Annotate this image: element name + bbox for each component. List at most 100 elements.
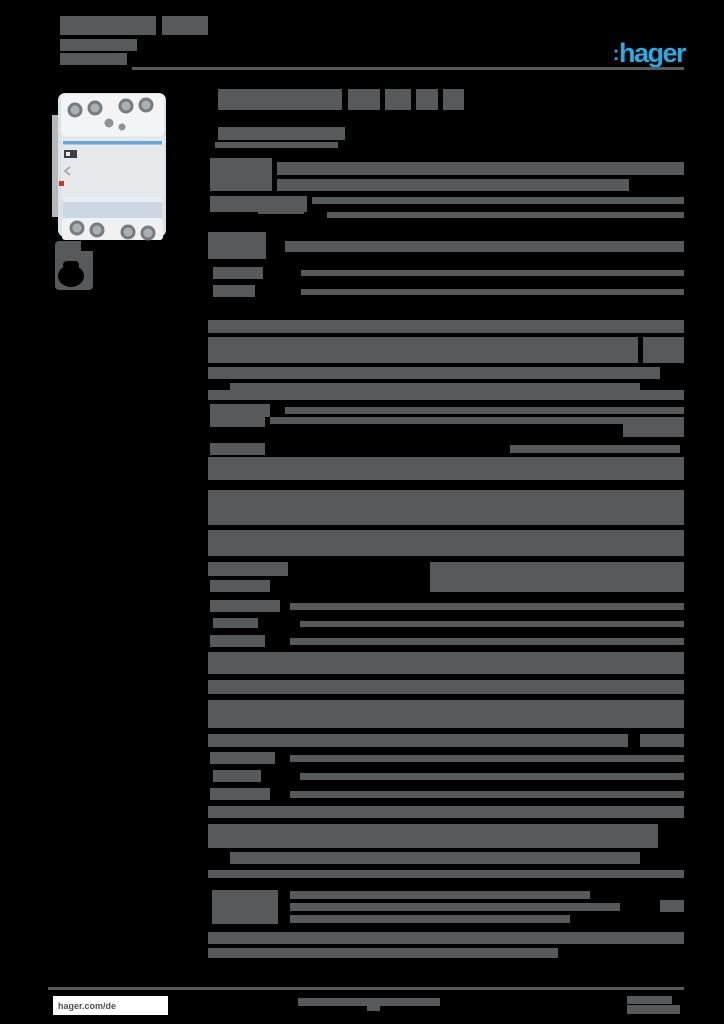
redacted-text-block	[270, 417, 684, 424]
redacted-text-block	[210, 788, 270, 800]
redacted-text-block	[640, 734, 684, 747]
redacted-text-block	[208, 932, 684, 944]
redacted-text-block	[290, 603, 684, 610]
redacted-text-block	[208, 530, 684, 556]
center-screw	[104, 118, 114, 128]
screw-head	[143, 228, 153, 238]
redacted-text-block	[208, 700, 684, 728]
redacted-text-block	[208, 806, 684, 818]
redacted-text-block	[430, 562, 684, 592]
screw-head	[92, 225, 102, 235]
redacted-text-block	[210, 404, 270, 417]
redacted-text-block	[367, 1006, 380, 1011]
lever-mark	[63, 166, 71, 176]
screw-head	[90, 103, 100, 113]
bottom-terminal-block	[62, 218, 163, 240]
pictogram-glyph	[58, 265, 84, 287]
redacted-text-block	[290, 791, 684, 798]
redacted-text-block	[208, 490, 684, 525]
redacted-text-block	[210, 752, 275, 764]
screw-head	[123, 227, 133, 237]
redacted-text-block	[660, 900, 684, 912]
screw-head	[72, 223, 82, 233]
redacted-text-block	[208, 562, 288, 576]
redacted-text-block	[290, 755, 684, 762]
redacted-text-block	[627, 996, 672, 1004]
redacted-text-block	[277, 179, 629, 191]
redacted-text-block	[290, 638, 684, 645]
redacted-text-block	[208, 232, 266, 259]
redacted-text-block	[348, 89, 380, 110]
label-window-dot	[66, 152, 70, 156]
redacted-text-block	[208, 680, 684, 694]
redacted-text-block	[60, 53, 127, 65]
redacted-text-block	[215, 142, 338, 148]
label-window	[64, 150, 77, 158]
redacted-text-block	[230, 852, 640, 864]
redacted-text-block	[213, 618, 258, 628]
redacted-text-block	[277, 162, 684, 175]
redacted-text-block	[60, 39, 137, 51]
din-rail-edge	[52, 115, 62, 217]
redacted-text-block	[213, 285, 255, 297]
redacted-text-block	[327, 212, 684, 218]
redacted-text-block	[208, 320, 684, 333]
redacted-text-block	[208, 652, 684, 674]
redacted-text-block	[208, 457, 684, 480]
redacted-text-block	[208, 824, 658, 848]
redacted-text-block	[213, 267, 263, 279]
redacted-text-block	[416, 89, 438, 110]
redacted-text-block	[298, 998, 440, 1006]
redacted-text-block	[385, 89, 411, 110]
redacted-text-block	[208, 948, 558, 958]
footer-divider	[48, 987, 684, 990]
blue-stripe	[63, 141, 162, 145]
hager-logo: :hager	[589, 38, 687, 68]
redacted-text-block	[290, 903, 620, 911]
pictogram-glyph-top	[63, 261, 79, 269]
redacted-text-block	[443, 89, 464, 110]
redacted-text-block	[208, 734, 628, 747]
redacted-text-block	[300, 773, 684, 780]
redacted-text-block	[208, 337, 638, 363]
redacted-text-block	[301, 270, 684, 276]
redacted-text-block	[210, 580, 270, 592]
contactor-device	[52, 93, 166, 241]
redacted-text-block	[212, 890, 278, 924]
redacted-text-block	[258, 206, 304, 214]
redacted-text-block	[218, 127, 345, 140]
red-indicator	[59, 181, 64, 186]
top-terminal-block	[61, 94, 164, 136]
redacted-text-block	[301, 289, 684, 295]
screw-head	[121, 101, 131, 111]
footer-link-box[interactable]: hager.com/de	[53, 996, 168, 1015]
redacted-text-block	[213, 770, 261, 782]
hager-logo-text: hager	[618, 38, 687, 68]
redacted-text-block	[285, 407, 684, 414]
redacted-text-block	[627, 1005, 680, 1014]
redacted-text-block	[290, 891, 590, 899]
redacted-text-block	[623, 424, 684, 437]
redacted-text-block	[285, 241, 684, 252]
redacted-text-block	[210, 600, 280, 612]
redacted-text-block	[510, 445, 680, 453]
redacted-text-block	[643, 337, 684, 363]
redacted-text-block	[210, 415, 265, 427]
redacted-text-block	[208, 390, 684, 400]
redacted-text-block	[208, 870, 684, 878]
screw-head	[70, 105, 80, 115]
manual-operation-pictogram-icon	[55, 241, 93, 290]
redacted-text-block	[210, 158, 272, 191]
redacted-text-block	[60, 16, 156, 35]
terminal-cover-highlight	[63, 197, 162, 202]
terminal-cover	[63, 197, 162, 218]
redacted-text-block	[210, 443, 265, 455]
redacted-text-block	[218, 89, 342, 110]
device-face	[61, 136, 164, 198]
footer-link[interactable]: hager.com/de	[58, 1000, 117, 1011]
product-photo	[52, 93, 166, 241]
redacted-text-block	[312, 197, 684, 204]
redacted-text-block	[290, 915, 570, 923]
